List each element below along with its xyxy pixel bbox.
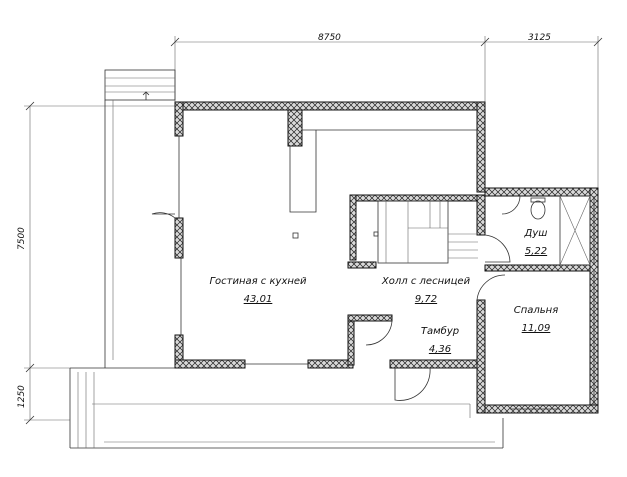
dimension-top-side: 3125 [528, 33, 551, 43]
terrace-outline [69, 69, 504, 449]
room-name-bedroom: Спальня [514, 305, 559, 316]
room-name-living: Гостиная с кухней [209, 276, 307, 287]
shower-fixtures [530, 195, 591, 266]
room-label-shower: Душ 5,22 [524, 228, 548, 257]
dimension-top-main: 8750 [318, 33, 341, 43]
room-area-bedroom: 11,09 [522, 323, 551, 334]
staircase [373, 200, 478, 264]
room-label-vestibule: Тамбур 4,36 [421, 325, 459, 355]
kitchen-counter [289, 129, 477, 213]
doors [151, 195, 521, 401]
room-label-living: Гостиная с кухней 43,01 [209, 276, 307, 305]
room-area-living: 43,01 [244, 294, 273, 305]
windows [178, 136, 595, 410]
room-name-shower: Душ [524, 228, 548, 239]
room-area-vestibule: 4,36 [429, 344, 451, 355]
column-marker [292, 232, 299, 239]
dimension-lines [24, 36, 603, 425]
room-name-hall: Холл с лесницей [381, 276, 471, 287]
room-area-shower: 5,22 [525, 246, 547, 257]
room-label-bedroom: Спальня 11,09 [514, 305, 559, 334]
dimension-left-main: 7500 [17, 227, 27, 250]
dimension-left-lower: 1250 [17, 385, 27, 408]
room-name-vestibule: Тамбур [421, 325, 459, 337]
room-area-hall: 9,72 [415, 294, 437, 305]
walls [174, 101, 599, 414]
room-label-hall: Холл с лесницей 9,72 [381, 276, 471, 305]
